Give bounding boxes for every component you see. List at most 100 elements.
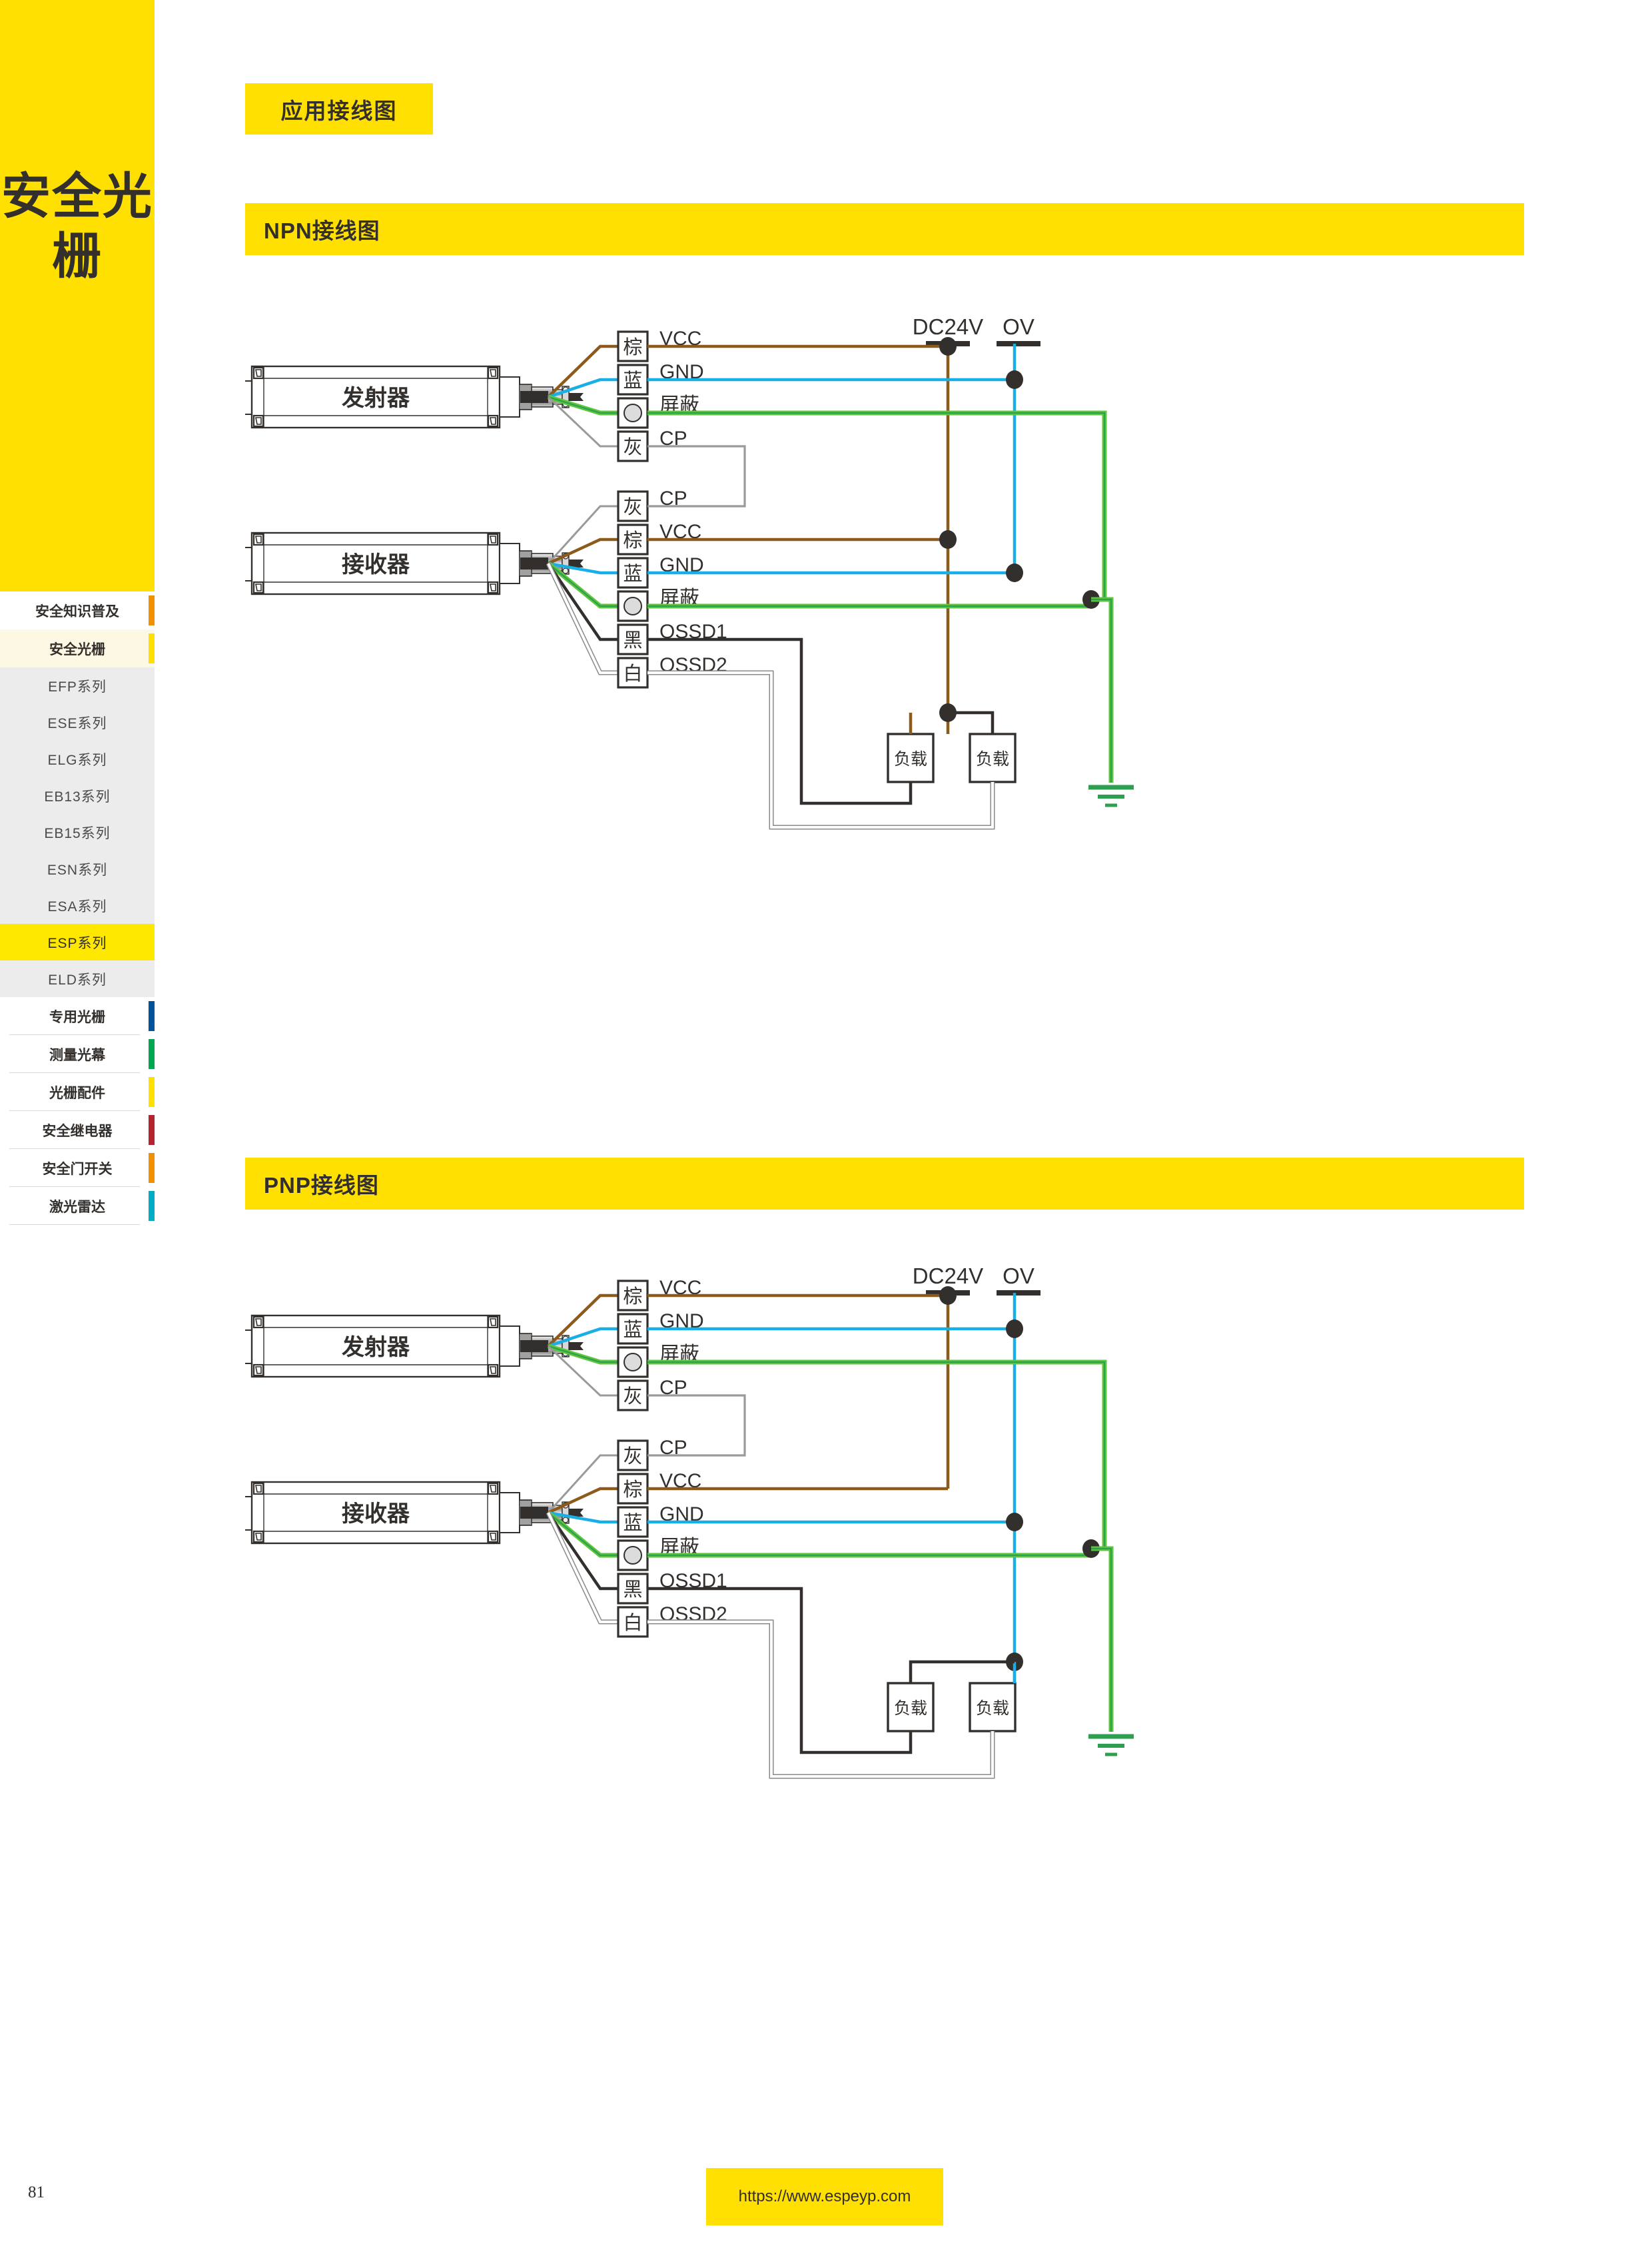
diagram-npn-emitter-terminal-2-shield-glyph <box>623 404 642 422</box>
sidebar-item-0[interactable]: 安全知识普及 <box>0 591 155 629</box>
sidebar-item-label: ELG系列 <box>47 752 107 768</box>
diagram-pnp-receiver-terminal-4-label: 黑 <box>623 1579 642 1601</box>
diagram-npn-receiver-corner-inner-0 <box>255 536 262 544</box>
sidebar-item-13[interactable]: 光栅配件 <box>0 1073 155 1111</box>
diagram-npn-emitter-terminal-3-label: 灰 <box>623 436 642 458</box>
sidebar-item-12[interactable]: 测量光幕 <box>0 1035 155 1073</box>
diagram-npn-rail-label-0v: OV <box>1003 314 1034 339</box>
diagram-pnp-earth-ground <box>1088 1734 1134 1756</box>
diagram-npn-dot-emitter-gnd <box>1006 370 1023 389</box>
diagram-pnp-emitter-corner-inner-2 <box>255 1366 262 1374</box>
diagram-npn-receiver-terminal-0-label: 灰 <box>623 496 642 518</box>
sidebar-item-9[interactable]: ESP系列 <box>0 924 155 960</box>
diagram-pnp-receiver-white-in-fill <box>547 1512 618 1623</box>
diagram-pnp-receiver-corner-inner-3 <box>490 1533 496 1541</box>
sidebar-item-10[interactable]: ELD系列 <box>0 960 155 997</box>
diagram-pnp-cp-sync-loop <box>647 1394 746 1457</box>
diagram-npn-receiver-shield-in-core <box>548 563 618 607</box>
diagram-npn-load2-top-run <box>948 711 995 734</box>
diagram-pnp-receiver-terminal-4-box <box>617 1573 649 1605</box>
diagram-pnp-receiver-terminal-3-shield-glyph <box>623 1546 642 1565</box>
diagram-pnp-receiver-terminal-1-label: 棕 <box>623 1479 642 1501</box>
diagram-npn-receiver-cable-end <box>520 558 548 569</box>
sidebar-item-11[interactable]: 专用光栅 <box>0 997 155 1035</box>
diagram-pnp-receiver-terminal-3 <box>617 1539 649 1571</box>
diagram-npn-receiver-terminal-0-box <box>617 490 649 522</box>
diagram-pnp-receiver-body <box>250 1481 501 1545</box>
diagram-pnp-receiver-corner-inner-0 <box>255 1485 262 1493</box>
diagram-npn-emitter-wire-in-1 <box>548 378 618 399</box>
diagram-pnp-receiver-terminal-1-box <box>617 1473 649 1505</box>
diagram-pnp-rail-label-0v: OV <box>1003 1264 1034 1288</box>
diagram-npn-load-1: 负载 <box>887 733 935 783</box>
diagram-npn-receiver-terminal-1-label: 棕 <box>623 530 642 552</box>
diagram-npn-emitter-corner-inner-3 <box>490 417 496 425</box>
sidebar-item-label: ESE系列 <box>47 715 107 731</box>
sidebar-item-label: ELD系列 <box>48 972 107 988</box>
diagram-npn-load-2: 负载 <box>969 733 1017 783</box>
diagram-npn-receiver-connector-flange <box>499 543 520 584</box>
diagram-npn-receiver-wire-in-2 <box>548 561 618 575</box>
diagram-pnp-load-2: 负载 <box>969 1682 1017 1732</box>
diagram-npn-emitter-body <box>250 365 501 429</box>
sidebar-item-14[interactable]: 安全继电器 <box>0 1111 155 1149</box>
sidebar-item-accent-bar <box>149 1115 155 1145</box>
diagram-pnp-emitter-terminal-1-label: 蓝 <box>623 1319 642 1341</box>
diagram-npn-emitter-mount-tab <box>245 380 252 415</box>
sidebar-item-accent-bar <box>149 1039 155 1069</box>
diagram-pnp-emitter-terminal-3-label: 灰 <box>623 1385 642 1407</box>
diagram-pnp-receiver-label: 接收器 <box>342 1501 410 1527</box>
sidebar-item-8[interactable]: ESA系列 <box>0 887 155 924</box>
sidebar-divider <box>9 1148 140 1149</box>
diagram-npn-receiver-corner-inner-2 <box>255 583 262 591</box>
diagram-pnp-shield-to-earth <box>1091 1546 1114 1732</box>
diagram-pnp-load-2-box <box>969 1682 1017 1732</box>
diagram-pnp-receiver-terminal-0-label: 灰 <box>623 1445 642 1467</box>
sidebar-item-4[interactable]: ELG系列 <box>0 741 155 777</box>
diagram-pnp-receiver-corner-inner-2 <box>255 1533 262 1541</box>
diagram-pnp-ossd2-run-fill <box>647 1621 994 1778</box>
sidebar-item-6[interactable]: EB15系列 <box>0 814 155 851</box>
diagram-pnp-receiver-terminal-4: 黑 <box>617 1573 649 1605</box>
sidebar-item-2[interactable]: EFP系列 <box>0 667 155 704</box>
diagram-pnp-emitter-corner-inner-0 <box>255 1318 262 1326</box>
sidebar-item-label: 安全知识普及 <box>35 603 119 619</box>
sidebar-item-label: 安全门开关 <box>42 1161 113 1177</box>
diagram-pnp-emitter-terminal-2 <box>617 1346 649 1378</box>
diagram-pnp-receiver-cable-end <box>520 1507 548 1519</box>
diagram-pnp-dot-receiver-gnd <box>1006 1513 1023 1531</box>
sidebar-item-16[interactable]: 激光雷达 <box>0 1187 155 1225</box>
section-header-npn: NPN接线图 <box>245 203 1524 255</box>
diagram-npn-emitter-terminal-1-label: 蓝 <box>623 370 642 392</box>
diagram-npn-emitter-terminal-0: 棕 <box>617 330 649 362</box>
sidebar-item-5[interactable]: EB13系列 <box>0 777 155 814</box>
diagram-pnp-load1-top-run <box>909 1660 1015 1683</box>
diagram-npn-receiver-terminal-2-box <box>617 557 649 589</box>
sidebar-item-label: ESP系列 <box>47 935 107 951</box>
sidebar-item-7[interactable]: ESN系列 <box>0 851 155 887</box>
sidebar-item-accent-bar <box>149 1001 155 1031</box>
diagram-pnp-emitter-corner-inner-3 <box>490 1366 496 1374</box>
diagram-npn-receiver-mount-tab <box>245 547 252 581</box>
sidebar-divider <box>9 1072 140 1073</box>
sidebar-divider <box>9 1186 140 1187</box>
sidebar-item-1[interactable]: 安全光栅 <box>0 629 155 667</box>
sidebar-item-15[interactable]: 安全门开关 <box>0 1149 155 1187</box>
diagram-npn-receiver-terminal-3 <box>617 590 649 622</box>
sidebar-item-label: 安全光栅 <box>49 641 105 657</box>
sidebar-banner-title: 安全光栅 <box>1 169 153 284</box>
diagram-pnp-receiver-terminal-5: 白 <box>617 1606 649 1638</box>
diagram-npn-dot-receiver-vcc <box>939 530 957 549</box>
diagram-pnp-receiver-shield-run <box>647 1549 1094 1558</box>
sidebar-divider <box>9 1224 140 1225</box>
diagram-pnp-shield-to-earth-core <box>1091 1547 1112 1732</box>
sidebar-item-3[interactable]: ESE系列 <box>0 704 155 741</box>
diagram-npn-dot-receiver-gnd <box>1006 563 1023 582</box>
diagram-npn-emitter-wire-in-0 <box>547 344 618 398</box>
diagram-npn-load-1-label: 负载 <box>894 750 927 769</box>
diagram-pnp-receiver-terminal-0: 灰 <box>617 1439 649 1471</box>
diagram-pnp-emitter-wire-in-0 <box>547 1294 618 1347</box>
diagram-pnp-emitter-wire-in-3 <box>547 1345 618 1397</box>
